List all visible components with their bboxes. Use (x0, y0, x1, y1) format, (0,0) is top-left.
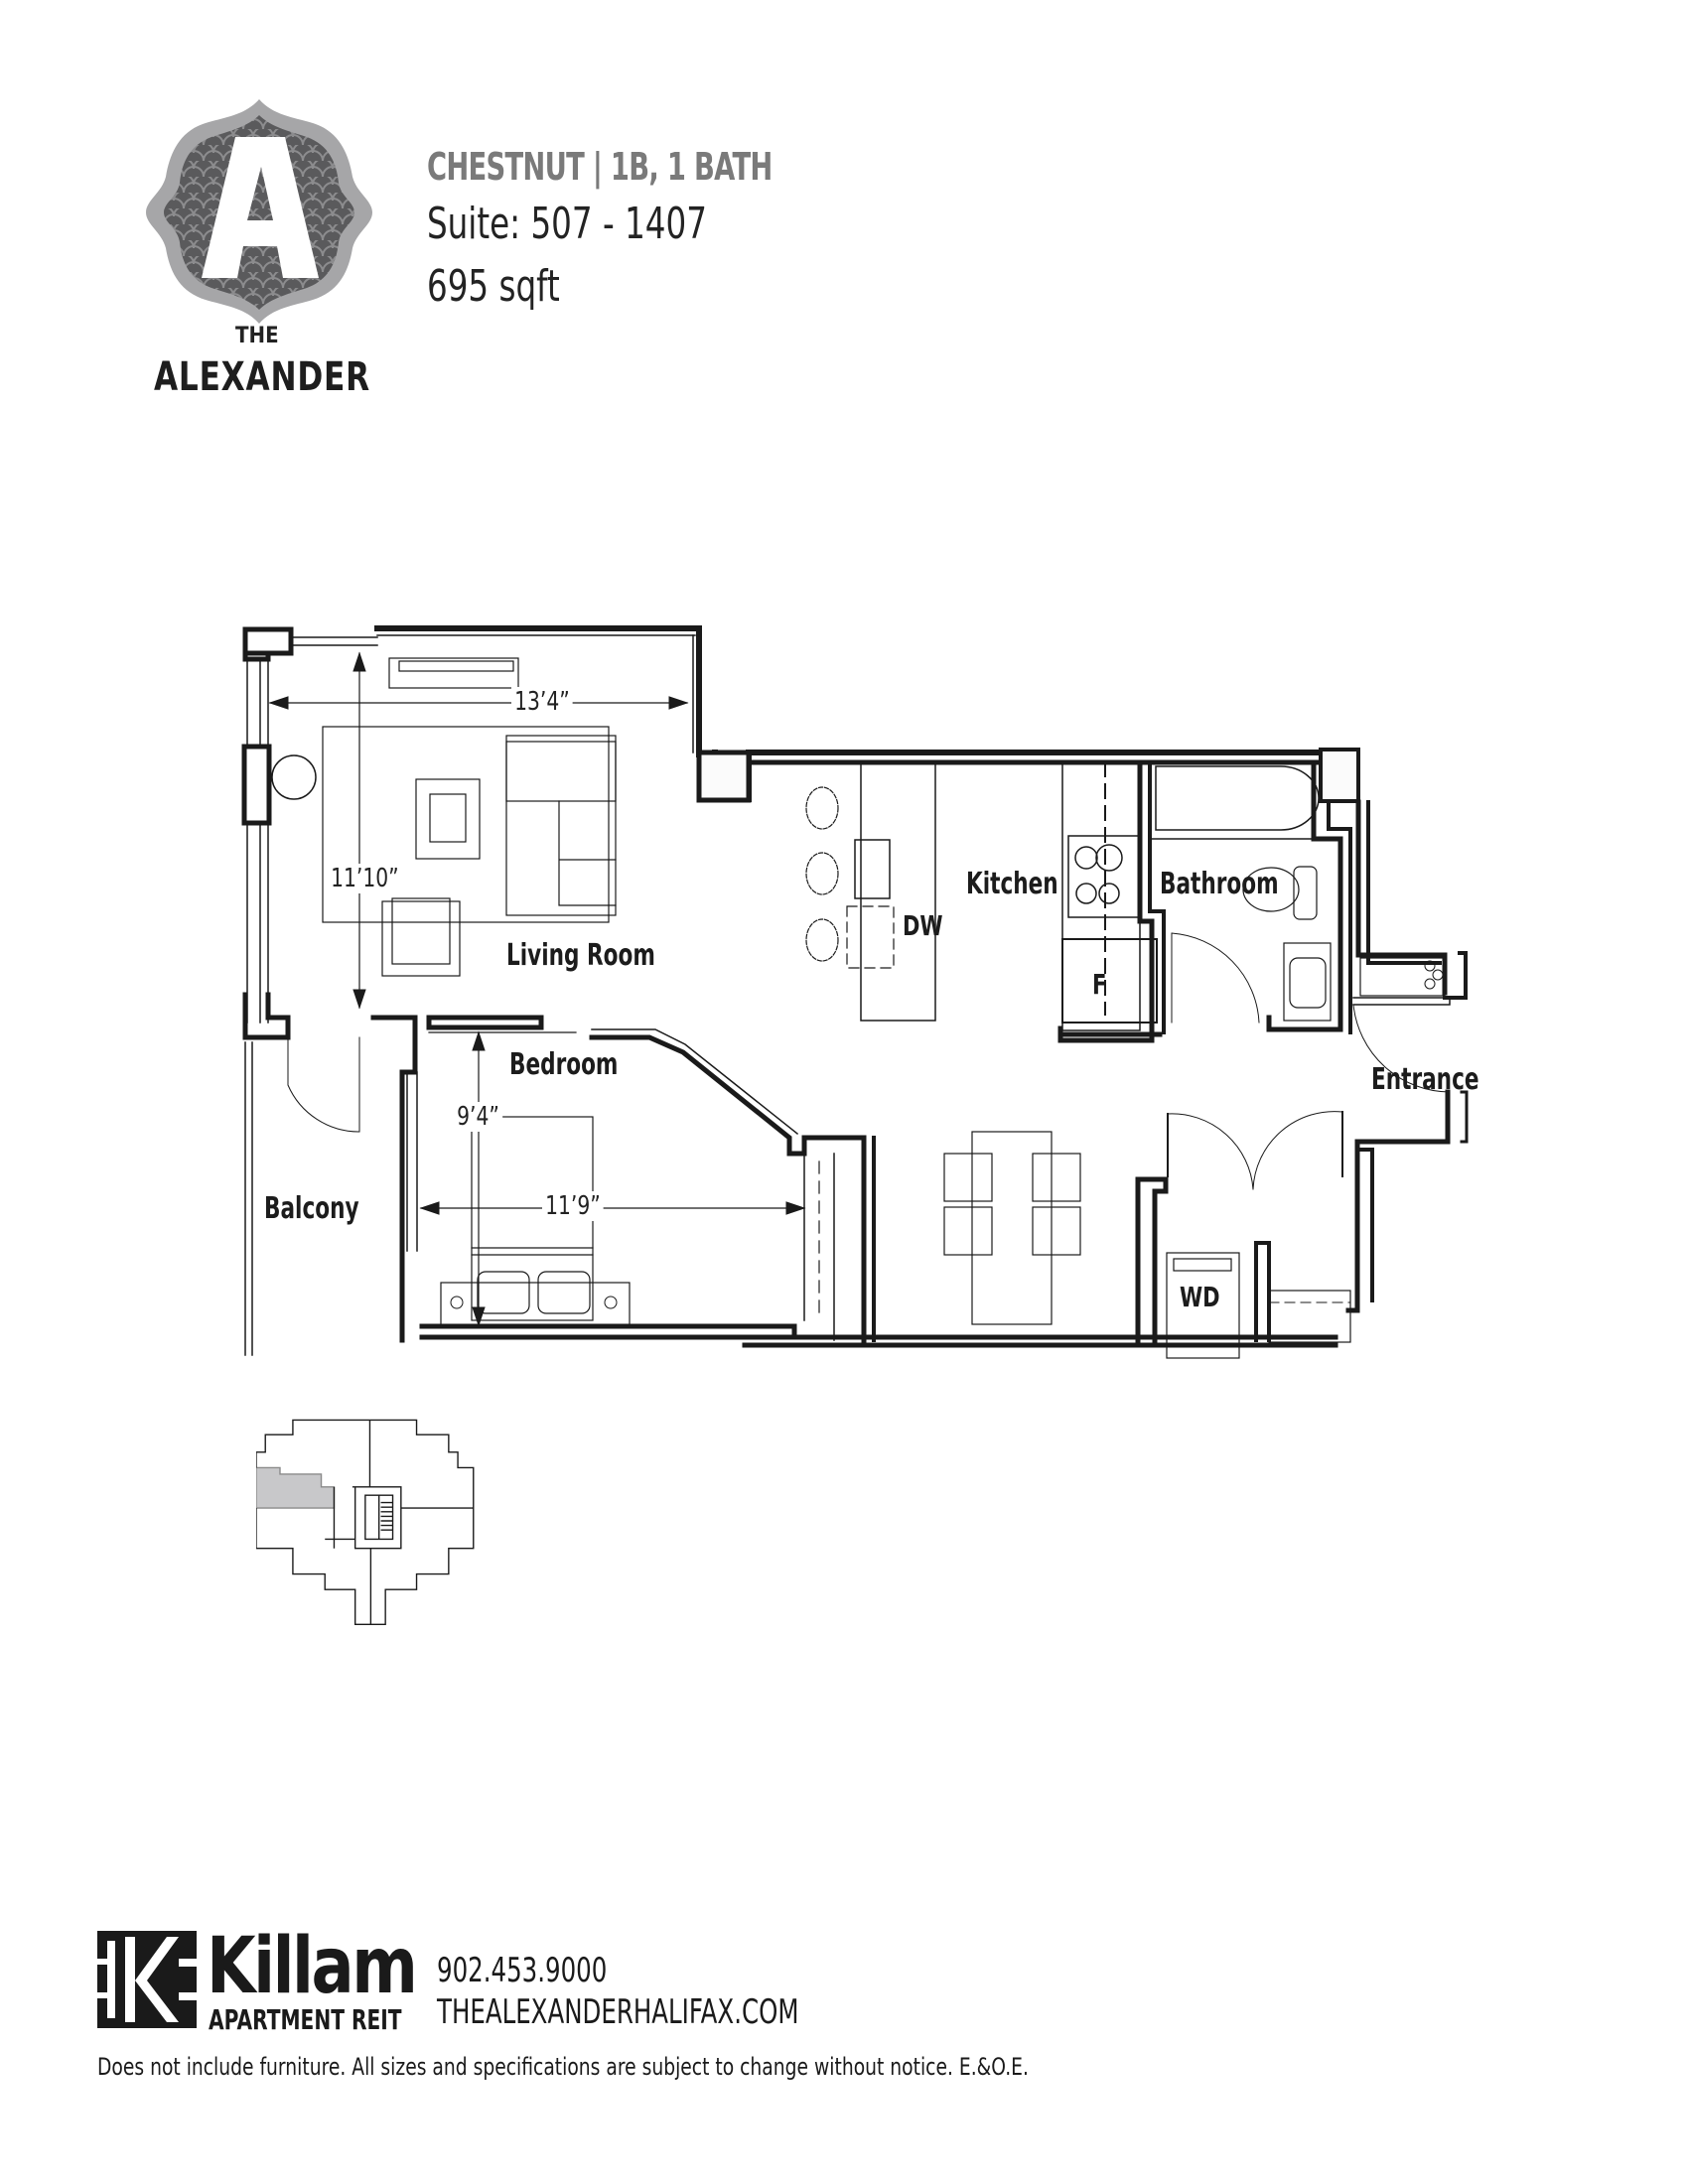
logo-alexander-text: ALEXANDER (154, 354, 370, 400)
disclaimer-text: Does not include furniture. All sizes an… (97, 2053, 1029, 2081)
suite-range: Suite: 507 - 1407 (427, 199, 707, 249)
scalloped-badge-icon (146, 99, 372, 324)
website-link[interactable]: THEALEXANDERHALIFAX.COM (437, 1992, 799, 2032)
unit-title: CHESTNUT | 1B, 1 BATH (427, 145, 773, 189)
dimension-bedroom-depth: 9’4” (454, 1102, 503, 1132)
appliance-label-dishwasher: DW (903, 909, 943, 942)
appliance-label-washer-dryer: WD (1180, 1281, 1220, 1313)
alexander-logo (144, 97, 374, 326)
killam-subtitle: APARTMENT REIT (209, 2003, 402, 2036)
logo-the-text: THE (235, 324, 279, 348)
appliance-label-fridge: F (1092, 968, 1107, 1001)
room-label-kitchen: Kitchen (966, 867, 1058, 901)
dimension-living-depth: 11’10” (328, 864, 402, 893)
contact-phone[interactable]: 902.453.9000 (437, 1951, 608, 1990)
room-label-bedroom: Bedroom (509, 1047, 619, 1082)
room-label-entrance: Entrance (1371, 1062, 1479, 1097)
dimension-living-width: 13’4” (511, 687, 573, 717)
dimension-bedroom-width: 11’9” (542, 1191, 604, 1221)
floor-plan-drawing (241, 625, 1469, 1359)
killam-k-logo-icon (97, 1931, 197, 2028)
unit-area: 695 sqft (427, 261, 560, 312)
building-key-plan (256, 1419, 475, 1625)
room-label-bathroom: Bathroom (1160, 867, 1279, 901)
killam-wordmark: Killam (207, 1922, 418, 2011)
room-label-balcony: Balcony (264, 1191, 359, 1226)
room-label-living-room: Living Room (506, 938, 655, 973)
